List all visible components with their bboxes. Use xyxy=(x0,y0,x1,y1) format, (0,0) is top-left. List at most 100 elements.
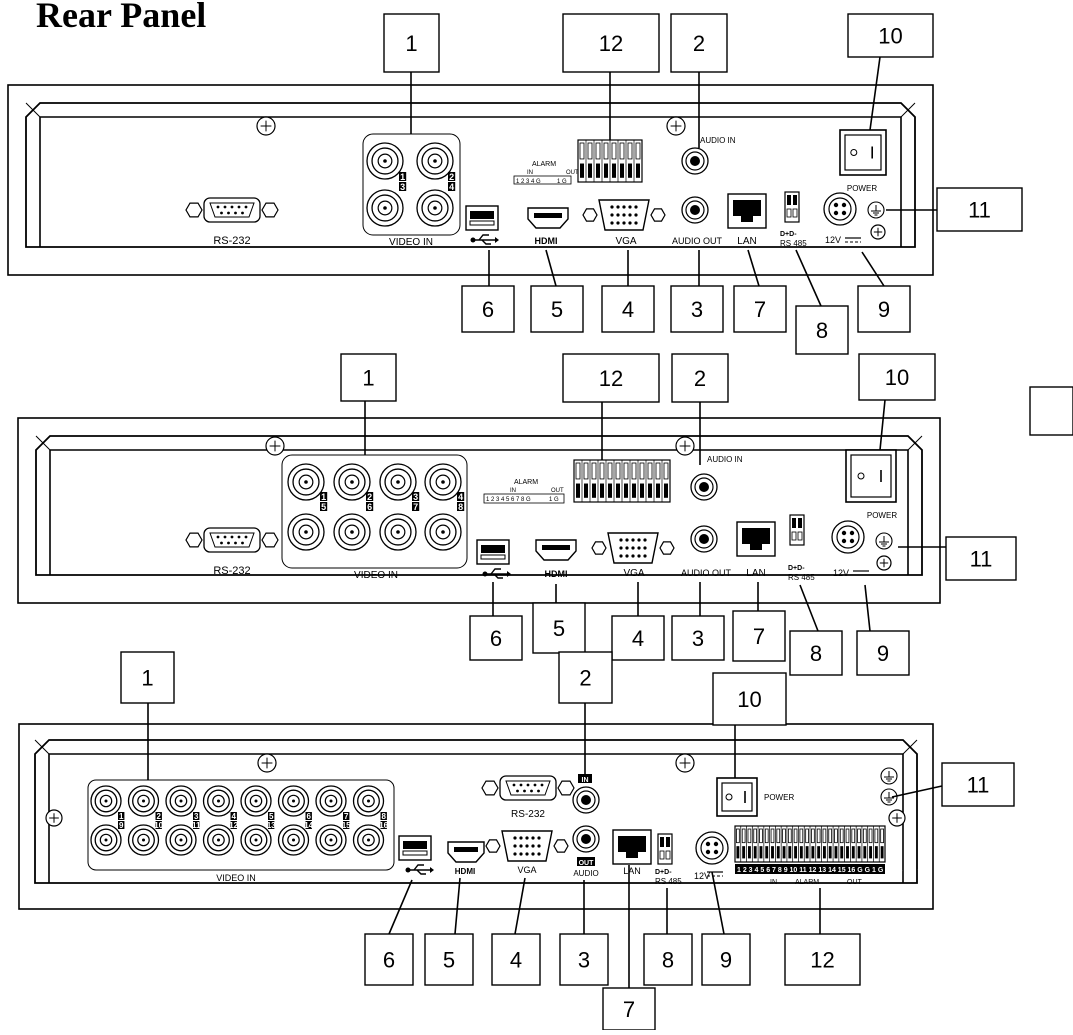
alarm-screw xyxy=(834,828,838,844)
screw-icon xyxy=(675,753,695,773)
bnc-connector xyxy=(127,785,160,817)
alarm-screw xyxy=(623,462,629,480)
alarm-pin xyxy=(616,483,620,498)
rs232-pin xyxy=(244,205,248,209)
callout-frame xyxy=(712,672,787,726)
power-label: POWER xyxy=(867,511,897,520)
switch-rocker xyxy=(844,134,882,171)
callout-box: 7 xyxy=(733,249,787,333)
rs485-hole xyxy=(792,208,798,218)
bnc-pin xyxy=(304,530,308,534)
bnc-number-badge xyxy=(155,812,162,820)
bnc-number: 8 xyxy=(458,502,463,512)
callout-frame xyxy=(847,13,934,58)
bnc-number: 4 xyxy=(449,182,454,192)
vga-pin xyxy=(531,852,535,856)
callout-frame xyxy=(795,305,849,355)
rs485-label: RS 485 xyxy=(788,573,815,582)
bnc-number-badge xyxy=(448,182,456,191)
rs232-pin xyxy=(216,205,220,209)
bnc-connector xyxy=(379,513,417,551)
switch-rocker xyxy=(850,454,892,498)
usb-icon-branch xyxy=(481,239,491,245)
screw-icon xyxy=(265,436,285,456)
lan-port xyxy=(612,829,652,865)
callout-box: 3 xyxy=(559,880,609,986)
rs232-label: RS-232 xyxy=(213,565,250,577)
bnc-number-badge xyxy=(118,812,125,820)
rs232-pin xyxy=(227,211,230,215)
rs232-port xyxy=(185,197,279,223)
bnc-connector xyxy=(333,513,371,551)
bnc-number-badge xyxy=(118,821,125,829)
rs232-pin xyxy=(220,541,223,545)
alarm-screw xyxy=(611,142,617,160)
bnc-number: 13 xyxy=(267,821,276,830)
callout-frame xyxy=(789,630,843,676)
alarm-screw xyxy=(868,828,873,844)
bnc-numbers: 15 xyxy=(320,492,328,512)
rs232-pin xyxy=(540,783,544,787)
callout-number: 1 xyxy=(405,31,417,56)
callout-number: 6 xyxy=(383,948,395,973)
vga-pin xyxy=(643,538,647,542)
bnc-connector xyxy=(127,824,160,856)
callout-number: 5 xyxy=(553,616,565,641)
callout-box: 1 xyxy=(383,13,440,134)
hex-nut-icon xyxy=(185,202,203,218)
bnc-connector xyxy=(366,189,404,227)
callout-number: 2 xyxy=(694,366,706,391)
bnc-connector xyxy=(424,513,462,551)
bnc-number-badge xyxy=(380,812,387,820)
callout-box: 1 xyxy=(120,651,175,780)
bnc-pin xyxy=(179,799,183,803)
usb-icon xyxy=(482,568,511,579)
vga-pin xyxy=(616,205,620,209)
callout-box: 12 xyxy=(562,353,660,460)
hex-nut-icon xyxy=(485,839,501,853)
bnc-numbers: 19 xyxy=(118,812,125,830)
alarm-pin xyxy=(782,846,786,859)
alarm-pin xyxy=(863,846,867,859)
bnc-number-badge xyxy=(230,812,237,820)
vga-pin xyxy=(519,836,523,840)
rca-jack xyxy=(681,196,709,224)
alarm-pin xyxy=(846,846,849,859)
rs232-pin xyxy=(237,205,241,209)
dc-power-jack xyxy=(831,520,865,554)
bnc-connector xyxy=(277,824,310,856)
lan-label: LAN xyxy=(737,236,756,247)
bnc-number-badge xyxy=(399,182,407,191)
usb-icon-dot xyxy=(470,237,476,243)
rs232-pin xyxy=(244,535,248,539)
dc-inner xyxy=(700,836,724,860)
usb-icon-arrow xyxy=(507,571,511,577)
callout-frame xyxy=(671,353,729,403)
bnc-number: 7 xyxy=(413,502,418,512)
bnc-connector xyxy=(352,785,385,817)
vga-pin xyxy=(537,844,541,848)
vga-pin xyxy=(628,221,632,225)
alarm-terminal-block xyxy=(573,459,671,503)
alarm-pin xyxy=(632,483,636,498)
callout-number: 9 xyxy=(878,297,890,322)
bnc-number-badge xyxy=(380,821,387,829)
callout-frame xyxy=(732,610,786,662)
dc-power-jack xyxy=(695,831,729,865)
callout-box: 8 xyxy=(789,584,843,676)
callout-box: 4 xyxy=(611,582,665,661)
lan-label: LAN xyxy=(623,866,641,876)
dc-pin xyxy=(841,202,847,208)
leader-line xyxy=(795,249,822,307)
bnc-connector xyxy=(424,463,462,501)
hex-nut-icon xyxy=(481,780,499,796)
rca-jack xyxy=(572,786,600,814)
page-title: Rear Panel xyxy=(36,0,207,35)
vga-pin xyxy=(637,554,641,558)
bnc-connector xyxy=(366,142,404,180)
alarm-screw xyxy=(770,828,775,844)
bnc-pin xyxy=(383,159,387,163)
bnc-pin xyxy=(217,838,220,842)
alarm-index: 1 G xyxy=(557,179,567,185)
